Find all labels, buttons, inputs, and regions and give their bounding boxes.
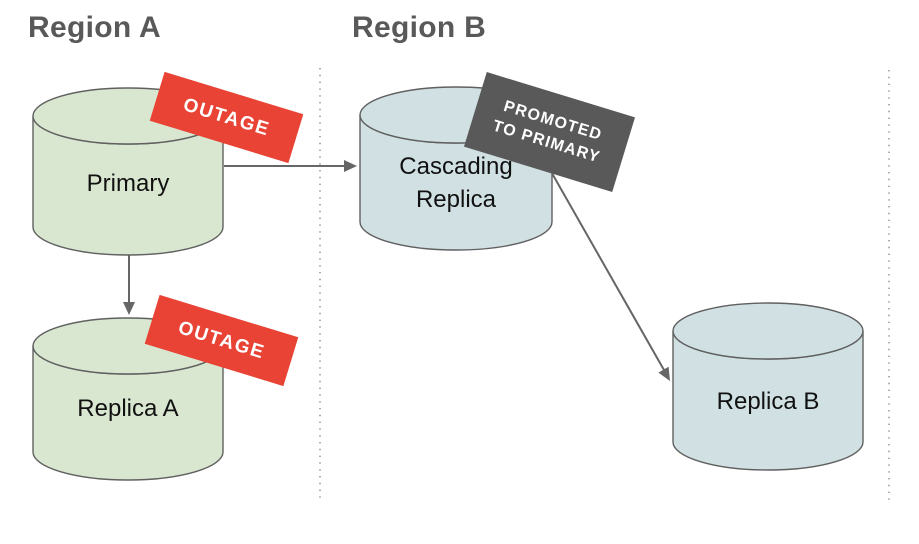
outage-badge-primary-text: OUTAGE <box>180 93 273 141</box>
primary-node-label: Primary <box>86 170 170 197</box>
cascading-to-replica-b-arrow-line <box>548 167 665 371</box>
cascading-replica-node-label: Cascading Replica <box>360 150 552 216</box>
cascading-to-replica-b-arrowhead <box>658 366 670 381</box>
replica-a-node-label: Replica A <box>77 395 179 422</box>
replica-b-cylinder-top <box>672 302 864 360</box>
primary-to-cascading-arrowhead <box>344 160 357 172</box>
outage-badge-replica-a-text: OUTAGE <box>175 316 268 364</box>
primary-to-replica-a-arrowhead <box>123 302 135 315</box>
cascading-replica-label-line2: Replica <box>415 186 497 213</box>
region-b-title: Region B <box>352 11 487 44</box>
replica-b-node-label: Replica B <box>716 388 820 415</box>
cascading-replica-label-line1: Cascading <box>399 153 513 180</box>
region-a-title: Region A <box>28 11 161 44</box>
